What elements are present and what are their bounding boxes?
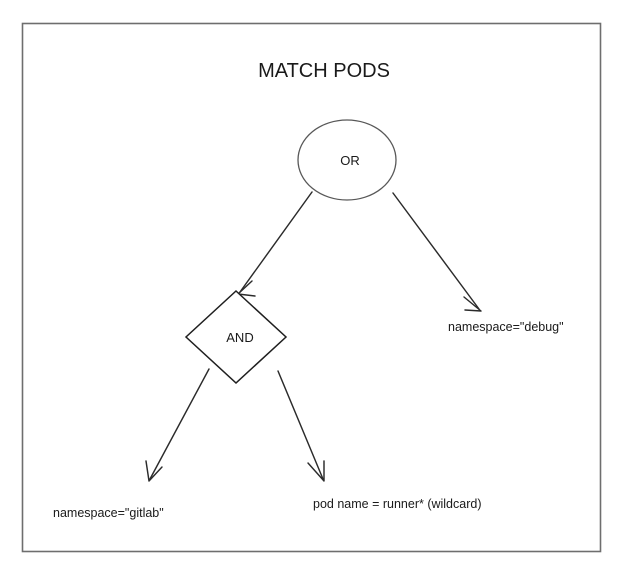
edge-and-to-gitlab (145, 368, 210, 482)
leaf-label-debug: namespace="debug" (448, 320, 564, 334)
arrowhead-icon (463, 296, 482, 312)
edge-and-to-runner (277, 370, 325, 482)
and-node-label: AND (226, 330, 253, 345)
or-node-shape (297, 119, 397, 201)
or-node-label: OR (340, 153, 360, 168)
leaf-label-runner: pod name = runner* (wildcard) (313, 497, 482, 511)
edge-or-to-debug (392, 192, 482, 312)
leaf-label-gitlab: namespace="gitlab" (53, 506, 164, 520)
arrowhead-icon (307, 460, 325, 482)
and-node-shape (184, 289, 288, 385)
node-and[interactable]: AND (184, 289, 288, 385)
page-title: MATCH PODS (258, 60, 390, 82)
arrowhead-icon (145, 460, 163, 482)
diagram-border (21, 22, 602, 553)
node-or[interactable]: OR (297, 119, 397, 201)
edge-or-to-and (237, 191, 313, 297)
